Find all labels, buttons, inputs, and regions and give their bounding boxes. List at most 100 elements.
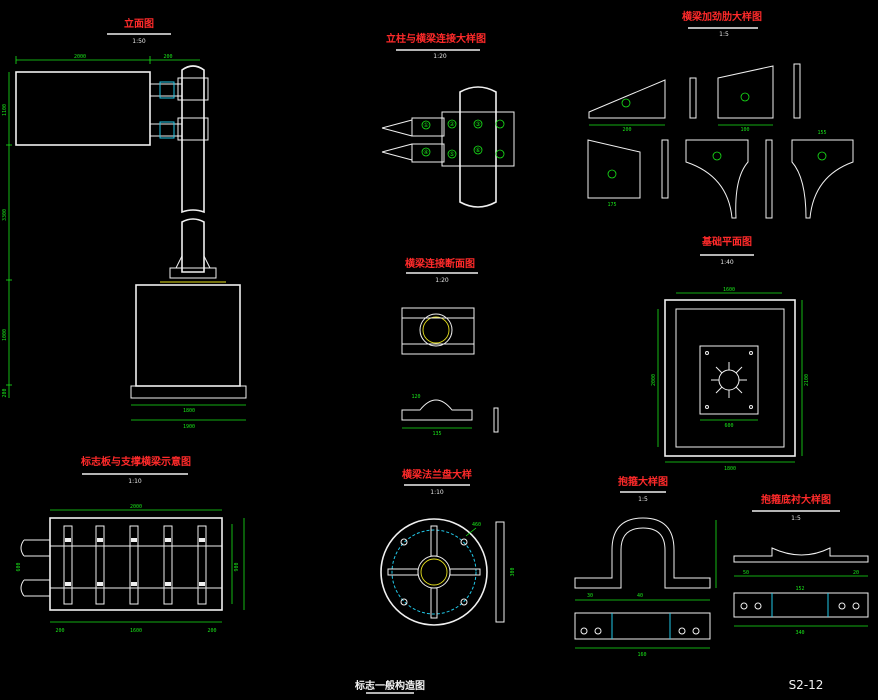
dim-text: 175 [607,202,616,208]
dim-text: 2000 [74,54,86,60]
stiffener-detail: 横梁加劲肋大样图 1:5 200 100 175 155 [587,10,854,219]
dim-text: 200 [622,127,631,133]
stiffener-edge [765,139,773,219]
dim-text: 3300 [2,209,8,221]
foundation-inner [675,308,785,448]
joint-box [401,307,475,355]
marker-1 [421,120,431,130]
dim-text: 200 [55,628,64,634]
dim-text: 160 [637,652,646,658]
dim-text: 460 [472,522,481,528]
sign-frame-scale: 1:10 [128,478,142,485]
part-marker-label: ⑥ [475,147,480,154]
dim-text: 300 [510,567,516,576]
dim-text: 40 [637,593,643,599]
beam-joint-scale: 1:20 [435,277,449,284]
flange-ribs [387,525,481,619]
dim-text: 20 [853,570,859,576]
stiffener-plate-1 [588,79,666,119]
marker-4 [421,147,431,157]
foundation-scale: 1:40 [720,259,734,266]
joint-pipe-inner [422,316,450,344]
joint-pipe [419,313,453,347]
stiffener-edge [793,63,801,119]
hoop-plate [177,77,209,101]
foundation-outer [664,299,796,457]
beam-break [20,539,25,597]
marker-6 [473,145,483,155]
marker-5 [447,149,457,159]
hoop-clamp [441,111,515,167]
flange-detail: 横梁法兰盘大样 1:10 460 300 [380,468,516,626]
flange-disc [380,518,488,626]
hoop-plan [574,612,711,640]
flange-bolts [400,538,468,606]
cross-arm-lower [149,123,183,137]
hoop-scale: 1:5 [638,496,648,503]
dim-text: 1600 [723,287,735,293]
elevation-view: 立面图 1:50 2000 200 1100 3300 1000 200 [2,17,247,430]
hoop-plate-plan [733,592,869,618]
marker-2 [447,119,457,129]
beam-lower [411,143,445,163]
leader [465,527,477,537]
part-marker-label: ③ [475,121,480,128]
dim-text: 1900 [183,424,195,430]
beam-upper [411,117,445,137]
stiffener-marker [817,151,827,161]
sign-panel [49,517,223,611]
column-beam-detail: 立柱与横梁连接大样图 1:20 [381,32,515,208]
foundation-block [135,284,241,387]
base-stiffener [169,267,217,279]
stiffener-marker [607,169,617,179]
sign-frame-diagram: 标志板与支撑横梁示意图 1:10 2000 200 1600 200 [16,455,245,634]
beam-taper [381,119,413,161]
dim-text: 600 [724,423,733,429]
base-plate-plan [699,345,759,415]
beam-ends [24,539,50,597]
foundation-pad [130,385,247,399]
hoop-plate-detail: 抱箍底衬大样图 1:5 340 50 152 20 [733,493,869,636]
dim-text: 200 [207,628,216,634]
stiffener-edge [689,77,697,119]
stiffener-plate-5 [791,139,854,219]
sign-board [15,71,151,146]
flange-title: 横梁法兰盘大样 [402,468,472,481]
base-rib [175,255,211,269]
part-marker-label: ⑤ [449,151,454,158]
dim-text: 900 [234,562,240,571]
bolt-circle [391,529,477,615]
marker-3 [473,119,483,129]
stiffener-marker [621,98,631,108]
joint-plate [401,399,473,421]
dim-text: 2000 [130,504,142,510]
stiffener-scale: 1:5 [719,31,729,38]
dim-text: 1100 [2,104,8,116]
dim-text: 200 [163,54,172,60]
joint-edge [493,407,499,433]
stiffener-title: 横梁加劲肋大样图 [682,10,762,23]
hoop-plate [177,117,209,141]
part-marker-label: ④ [423,149,428,156]
dim-text: 50 [743,570,749,576]
dim-text: 200 [2,388,8,397]
dim-text: 1800 [183,408,195,414]
anchor-bolt-star [711,362,747,398]
arm-flange [159,121,175,139]
dim-text: 120 [411,394,420,400]
dim-text: 135 [432,431,441,437]
hoop-plate-bolts [740,602,860,610]
hoop-detail: 抱箍大样图 1:5 160 30 40 [574,475,717,658]
column-section [459,86,497,208]
dim-text: 340 [795,630,804,636]
foundation-title: 基础平面图 [701,235,752,248]
dim-text: 1000 [2,329,8,341]
column-upper [181,65,205,214]
part-marker-label: ② [449,121,455,128]
sign-clamps [63,525,207,605]
column-beam-title: 立柱与横梁连接大样图 [386,32,486,45]
column-lower [181,218,205,273]
stiffener-edge [661,139,669,199]
